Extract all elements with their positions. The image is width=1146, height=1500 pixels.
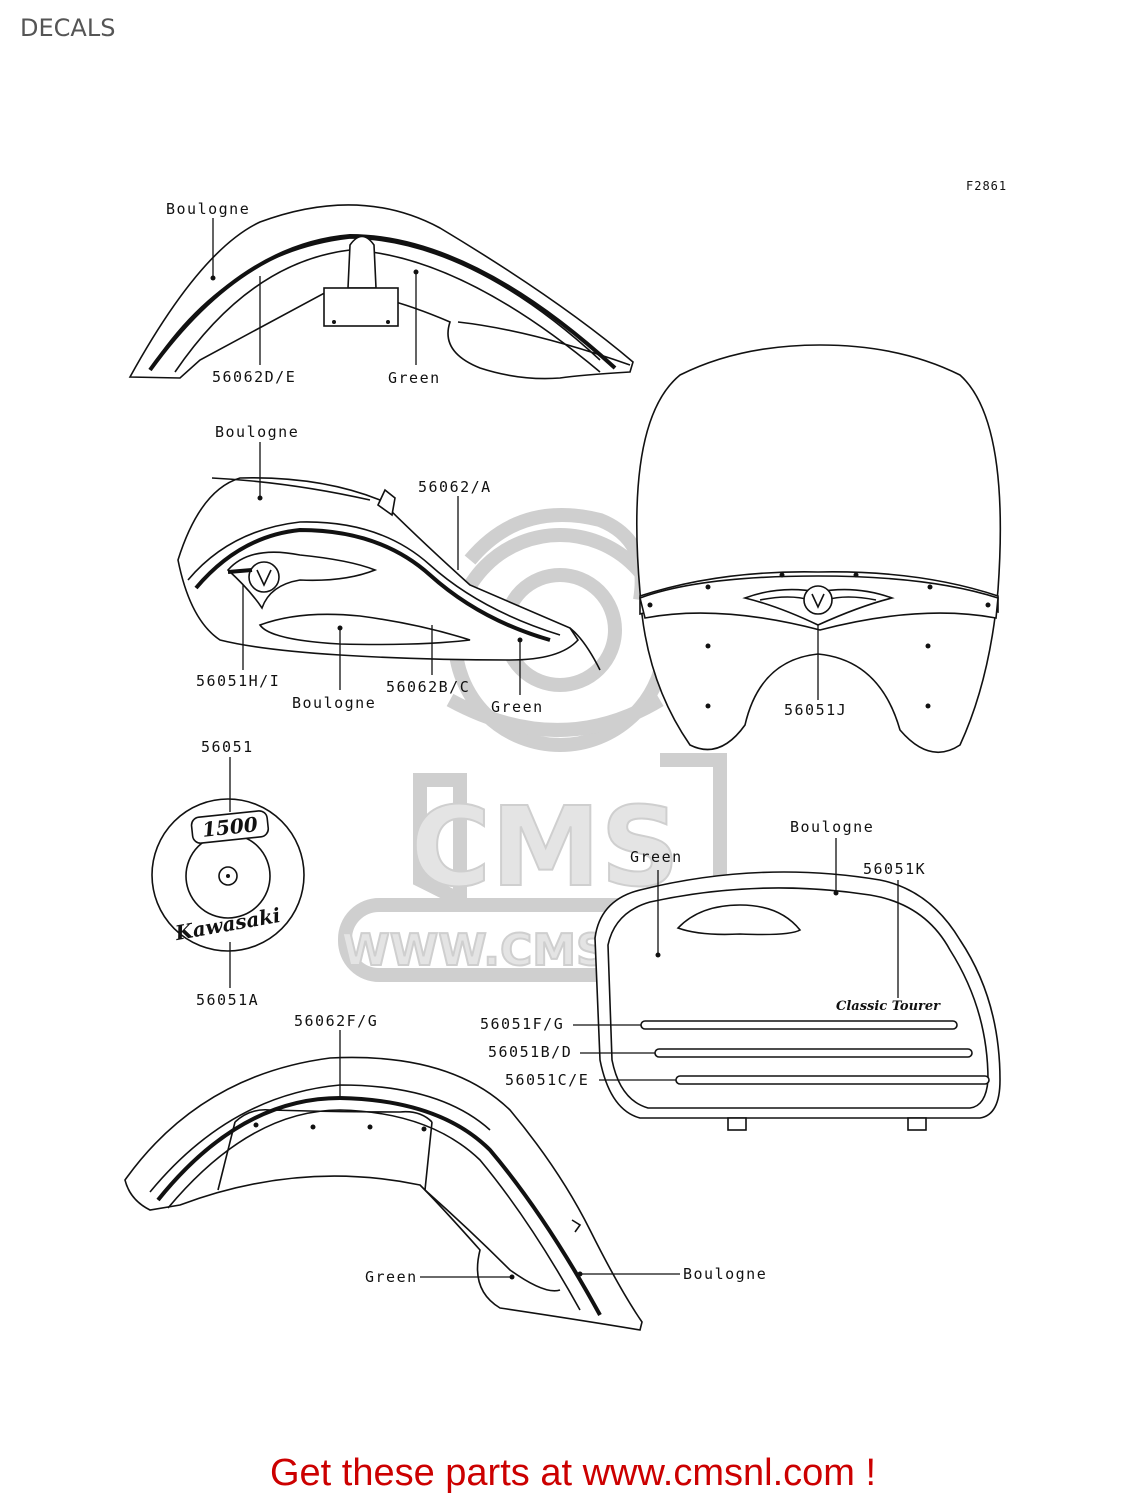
badge-1500: 1500 [201,812,259,842]
fuel-tank-label-emblem: 56051H/I [196,672,280,690]
saddlebag: Classic Tourer Boulogne Green 56051K 560… [480,818,1001,1131]
front-fender-label-green: Green [388,369,441,387]
watermark-logo: CMS [410,783,679,911]
fuel-tank: Boulogne 56062/A 56051H/I Boulogne 56062… [177,423,601,716]
side-cover-label-top: 56051 [201,738,254,756]
fuel-tank-label-lower-boulogne: Boulogne [292,694,376,712]
classic-tourer-emblem: Classic Tourer [836,999,941,1014]
rear-fender-label-boulogne: Boulogne [683,1265,767,1283]
side-cover: 1500 Kawasaki 56051 56051A [151,738,305,1009]
rear-fender: 56062F/G Green Boulogne [124,1012,767,1331]
saddlebag-label-stripe1: 56051F/G [480,1015,564,1033]
page-title: DECALS [20,14,116,42]
fuel-tank-label-lower-stripe: 56062B/C [386,678,470,696]
saddlebag-label-green: Green [630,848,683,866]
front-fender-label-boulogne: Boulogne [166,200,250,218]
saddlebag-label-boulogne: Boulogne [790,818,874,836]
windshield: 56051J [636,344,1002,754]
saddlebag-label-stripe2: 56051B/D [488,1043,572,1061]
saddlebag-label-stripe3: 56051C/E [505,1071,589,1089]
front-fender-label-stripe: 56062D/E [212,368,296,386]
windshield-label-emblem: 56051J [784,701,847,719]
fuel-tank-label-stripe: 56062/A [418,478,492,496]
footer-link[interactable]: Get these parts at www.cmsnl.com ! [269,1452,877,1494]
fuel-tank-label-green: Green [491,698,544,716]
figure-code: F2861 [966,179,1007,193]
front-fender: Boulogne 56062D/E Green [128,200,634,387]
saddlebag-label-emblem: 56051K [863,860,926,878]
rear-fender-label-stripe: 56062F/G [294,1012,378,1030]
rear-fender-label-green: Green [365,1268,418,1286]
fuel-tank-label-boulogne: Boulogne [215,423,299,441]
side-cover-label-bottom: 56051A [196,991,259,1009]
